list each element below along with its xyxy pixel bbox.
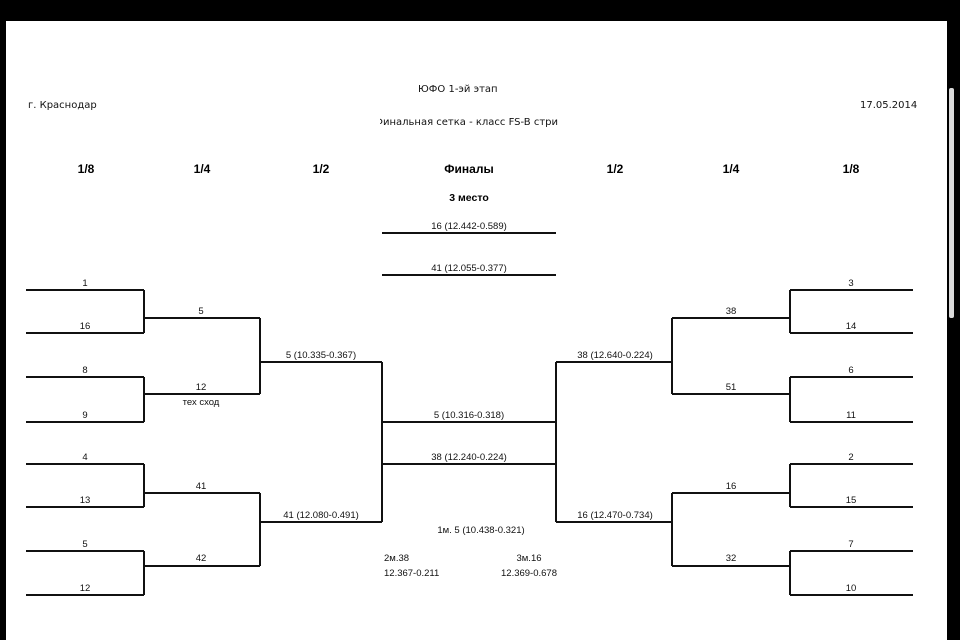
round-header-right-1-8: 1/8 — [842, 162, 860, 176]
left-sf-entry: 41 (12.080-0.491) — [283, 510, 359, 521]
third-place-entry: 16 (12.442-0.589) — [431, 221, 507, 232]
round-header-left-1-4: 1/4 — [193, 162, 211, 176]
round-header-right-1-2: 1/2 — [606, 162, 624, 176]
round-header-finals: Финалы — [444, 162, 494, 176]
finals: 5 (10.316-0.318) 38 (12.240-0.224) — [382, 410, 556, 465]
round-header-left-1-2: 1/2 — [312, 162, 330, 176]
left-r16-seed: 12 — [80, 583, 91, 594]
bracket-subtitle: Финальная сетка - класс FS-B стри — [380, 117, 558, 128]
scrollbar-thumb[interactable] — [949, 88, 954, 318]
first-place-result: 1м. 5 (10.438-0.321) — [437, 525, 524, 536]
city-label: г. Краснодар — [28, 100, 97, 111]
right-r16-seed: 14 — [846, 321, 857, 332]
left-qf-note: тех сход — [183, 397, 220, 408]
round-header-right-1-4: 1/4 — [722, 162, 740, 176]
third-place-label: 3м.16 — [516, 553, 541, 564]
second-place-label: 2м.38 — [384, 553, 409, 564]
left-semifinals: 5 (10.335-0.367) 41 (12.080-0.491) — [260, 350, 383, 523]
third-place-score: 12.369-0.678 — [501, 568, 557, 579]
right-sf-entry: 38 (12.640-0.224) — [577, 350, 653, 361]
date-label: 17.05.2014 — [860, 100, 918, 111]
third-place-entry: 41 (12.055-0.377) — [431, 263, 507, 274]
right-qf-entry: 16 — [726, 481, 737, 492]
right-r16-seed: 3 — [848, 278, 853, 289]
final-standings: 1м. 5 (10.438-0.321) 2м.38 12.367-0.211 … — [384, 525, 557, 579]
right-quarterfinals: 38 51 16 32 — [671, 306, 790, 567]
left-round-of-16: 1 16 8 9 4 13 5 12 — [26, 278, 145, 596]
left-qf-entry: 5 — [198, 306, 203, 317]
left-r16-seed: 5 — [82, 539, 87, 550]
left-sf-entry: 5 (10.335-0.367) — [286, 350, 356, 361]
third-place-title: 3 место — [449, 192, 489, 204]
scrollbar-track[interactable] — [947, 21, 955, 640]
round-header-left-1-8: 1/8 — [77, 162, 95, 176]
left-r16-seed: 8 — [82, 365, 87, 376]
final-entry: 38 (12.240-0.224) — [431, 452, 507, 463]
right-qf-entry: 51 — [726, 382, 737, 393]
left-qf-entry: 42 — [196, 553, 207, 564]
left-r16-seed: 16 — [80, 321, 91, 332]
right-r16-seed: 11 — [846, 410, 856, 421]
right-r16-seed: 2 — [848, 452, 853, 463]
right-r16-seed: 10 — [846, 583, 857, 594]
second-place-score: 12.367-0.211 — [384, 568, 439, 579]
final-entry: 5 (10.316-0.318) — [434, 410, 504, 421]
right-r16-seed: 6 — [848, 365, 853, 376]
left-r16-seed: 4 — [82, 452, 87, 463]
left-r16-seed: 13 — [80, 495, 91, 506]
left-qf-entry: 12 — [196, 382, 207, 393]
right-r16-seed: 7 — [848, 539, 853, 550]
right-r16-seed: 15 — [846, 495, 857, 506]
left-qf-entry: 41 — [196, 481, 207, 492]
left-r16-seed: 9 — [82, 410, 87, 421]
right-qf-entry: 38 — [726, 306, 737, 317]
right-sf-entry: 16 (12.470-0.734) — [577, 510, 653, 521]
bracket-subtitle-text: Финальная сетка - класс FS-B стри — [380, 117, 558, 128]
right-qf-entry: 32 — [726, 553, 737, 564]
right-semifinals: 38 (12.640-0.224) 16 (12.470-0.734) — [555, 350, 672, 523]
right-round-of-16: 3 14 6 11 2 15 7 10 — [789, 278, 913, 596]
event-title: ЮФО 1-эй этап — [418, 84, 498, 95]
left-quarterfinals: 5 12 тех сход 41 42 — [144, 306, 261, 567]
left-r16-seed: 1 — [82, 278, 87, 289]
